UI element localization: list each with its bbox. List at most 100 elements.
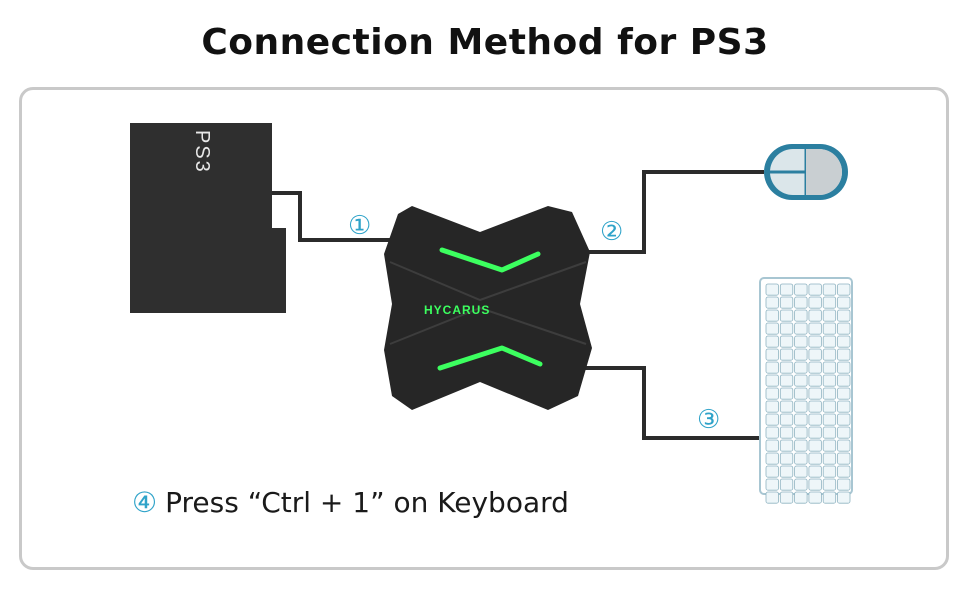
keyboard-key xyxy=(837,439,851,452)
keyboard-key xyxy=(765,439,779,452)
keyboard-key xyxy=(794,439,808,452)
keyboard-key xyxy=(808,361,822,374)
keyboard-key xyxy=(822,374,837,387)
keyboard-key xyxy=(822,309,837,322)
ps3-logo: PS3 xyxy=(191,130,213,174)
cable-ps3-to-adapter xyxy=(272,191,392,242)
keyboard-key xyxy=(794,426,808,439)
keyboard-key xyxy=(779,361,794,374)
keyboard-key xyxy=(794,387,808,400)
keyboard-key xyxy=(837,283,851,296)
instruction-label: Press “Ctrl + 1” on Keyboard xyxy=(165,486,569,519)
keyboard-key xyxy=(794,348,808,361)
keyboard-key xyxy=(837,413,851,426)
keyboard-key xyxy=(779,465,794,478)
adapter-brand-label: HYCARUS xyxy=(424,303,490,317)
keyboard-key xyxy=(822,452,837,465)
keyboard-key xyxy=(794,322,808,335)
keyboard-key xyxy=(837,491,851,504)
keyboard-key xyxy=(794,296,808,309)
keyboard-key xyxy=(808,491,822,504)
keyboard-key xyxy=(765,361,779,374)
keyboard-key xyxy=(808,335,822,348)
keyboard-key xyxy=(794,491,808,504)
keyboard-key xyxy=(822,361,837,374)
keyboard-key xyxy=(808,283,822,296)
keyboard-key xyxy=(779,413,794,426)
keyboard-key xyxy=(822,348,837,361)
keyboard-key xyxy=(765,426,779,439)
keyboard-key xyxy=(808,478,822,491)
keyboard-key xyxy=(808,400,822,413)
keyboard-key xyxy=(794,283,808,296)
keyboard-key xyxy=(837,400,851,413)
step-1-label: ① xyxy=(348,211,372,241)
keyboard-key xyxy=(808,426,822,439)
keyboard-key xyxy=(822,413,837,426)
keyboard-key xyxy=(779,491,794,504)
step-2-label: ② xyxy=(600,217,624,247)
keyboard-key xyxy=(765,491,779,504)
keyboard-key xyxy=(779,309,794,322)
led-lower xyxy=(437,345,543,371)
keyboard-key xyxy=(822,283,837,296)
keyboard-key xyxy=(765,374,779,387)
mouse-icon xyxy=(764,144,848,200)
keyboard-key xyxy=(822,387,837,400)
keyboard-key xyxy=(765,465,779,478)
keyboard-key xyxy=(837,361,851,374)
keyboard-key xyxy=(779,452,794,465)
keyboard-key xyxy=(808,296,822,309)
keyboard-key xyxy=(765,452,779,465)
keyboard-key xyxy=(822,439,837,452)
hycarus-adapter-icon: HYCARUS xyxy=(384,206,592,410)
step-3-label: ③ xyxy=(697,405,721,435)
keyboard-key xyxy=(808,413,822,426)
keyboard-key xyxy=(822,426,837,439)
keyboard-key xyxy=(837,465,851,478)
keyboard-key xyxy=(779,296,794,309)
keyboard-key xyxy=(765,335,779,348)
keyboard-key xyxy=(794,478,808,491)
keyboard-key xyxy=(794,361,808,374)
keyboard-key xyxy=(779,400,794,413)
keyboard-key xyxy=(765,413,779,426)
diagram-frame xyxy=(19,87,949,570)
keyboard-key xyxy=(837,335,851,348)
keyboard-key xyxy=(808,348,822,361)
keyboard-key xyxy=(794,309,808,322)
keyboard-key xyxy=(837,348,851,361)
keyboard-key xyxy=(837,478,851,491)
step-4-label: ④ xyxy=(132,486,158,519)
keyboard-key xyxy=(808,439,822,452)
keyboard-key xyxy=(765,296,779,309)
keyboard-key xyxy=(822,322,837,335)
keyboard-key xyxy=(794,400,808,413)
ps3-console-icon: PS3 xyxy=(130,123,286,313)
keyboard-key xyxy=(822,296,837,309)
keyboard-key xyxy=(808,452,822,465)
keyboard-key xyxy=(779,335,794,348)
keyboard-key xyxy=(822,491,837,504)
keyboard-key xyxy=(822,400,837,413)
keyboard-key xyxy=(779,348,794,361)
keyboard-key xyxy=(837,309,851,322)
keyboard-key xyxy=(779,478,794,491)
keyboard-key xyxy=(779,374,794,387)
keyboard-key xyxy=(765,322,779,335)
keyboard-key xyxy=(822,478,837,491)
keyboard-key xyxy=(779,439,794,452)
keyboard-key xyxy=(837,426,851,439)
keyboard-key xyxy=(808,322,822,335)
keyboard-key xyxy=(794,465,808,478)
keyboard-key xyxy=(779,322,794,335)
keyboard-key xyxy=(837,296,851,309)
keyboard-key xyxy=(794,374,808,387)
keyboard-key xyxy=(837,374,851,387)
page-title: Connection Method for PS3 xyxy=(201,22,769,63)
keyboard-key xyxy=(779,283,794,296)
keyboard-key xyxy=(822,465,837,478)
cable-adapter-to-keyboard xyxy=(582,366,766,440)
